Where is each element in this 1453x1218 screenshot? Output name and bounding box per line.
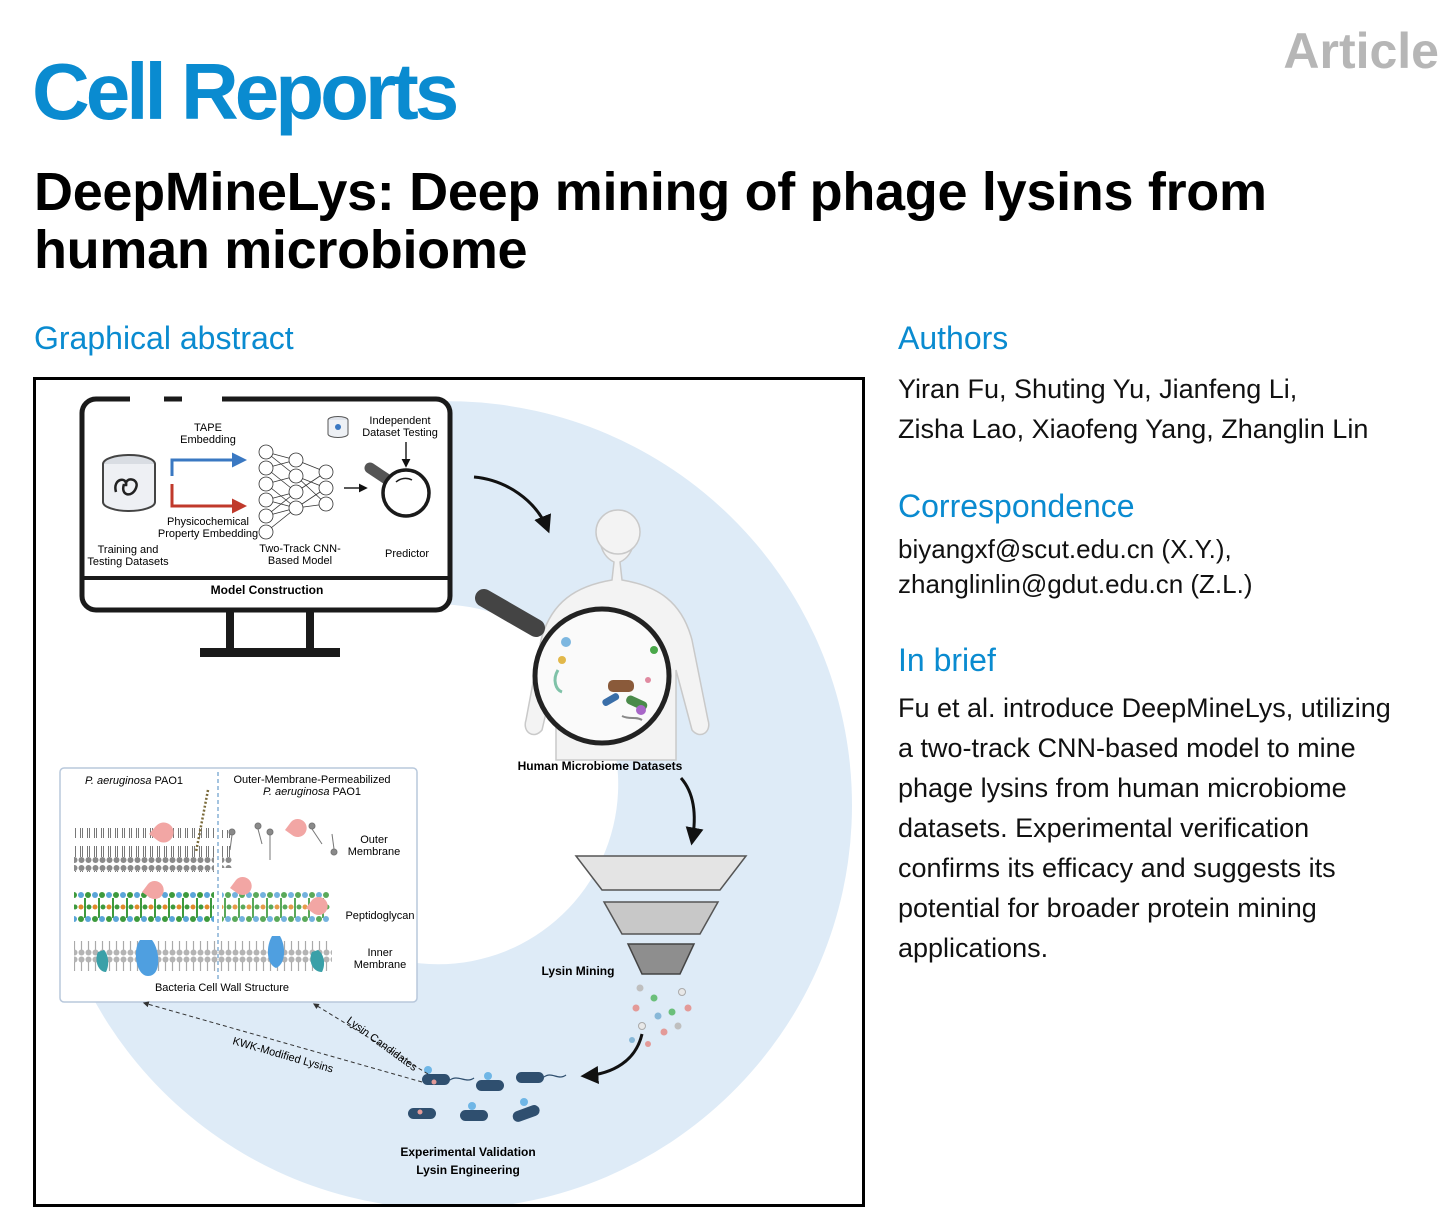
graphical-abstract-heading: Graphical abstract	[34, 320, 294, 356]
database-icon	[102, 454, 156, 512]
correspondence-email-2[interactable]: zhanglinlin@gdut.edu.cn (Z.L.)	[898, 569, 1253, 599]
lysin-candidates-dots	[629, 984, 692, 1047]
in-brief-line: applications.	[898, 933, 1049, 963]
authors-line-2: Zisha Lao, Xiaofeng Yang, Zhanglin Lin	[898, 414, 1369, 444]
predictor-magnifier-icon	[364, 462, 431, 518]
lysin-mining-funnel	[574, 855, 748, 975]
outer-membrane-label-1: Outer	[360, 834, 388, 846]
independent-dataset-icon	[327, 416, 349, 438]
microbiome-magnifier-icon	[475, 589, 672, 746]
graphical-abstract-figure: TAPE Embedding Physicochemical Property …	[33, 377, 865, 1207]
lysin-mining-label: Lysin Mining	[542, 964, 615, 978]
article-title-line-2: human microbiome	[34, 220, 528, 280]
article-type-label: Article	[1283, 23, 1439, 79]
cell-wall-caption: Bacteria Cell Wall Structure	[155, 982, 289, 994]
tape-label-2: Embedding	[180, 434, 236, 446]
authors-list: Yiran Fu, Shuting Yu, Jianfeng Li, Zisha…	[898, 369, 1368, 449]
cnn-label-2: Based Model	[268, 555, 332, 567]
training-label-2: Testing Datasets	[87, 556, 169, 568]
cnn-label-1: Two-Track CNN-	[259, 543, 341, 555]
in-brief-line: phage lysins from human microbiome	[898, 773, 1347, 803]
bacteria-illustration	[408, 1066, 567, 1122]
graphical-abstract-svg: TAPE Embedding Physicochemical Property …	[59, 392, 852, 1204]
model-construction-panel: TAPE Embedding Physicochemical Property …	[79, 392, 453, 657]
independent-label-1: Independent	[369, 415, 430, 427]
independent-label-2: Dataset Testing	[362, 427, 438, 439]
left-species-label: P. aeruginosa PAO1	[85, 775, 183, 787]
in-brief-line: confirms its efficacy and suggests its	[898, 853, 1336, 883]
correspondence-email-1[interactable]: biyangxf@scut.edu.cn (X.Y.),	[898, 534, 1232, 564]
right-title-label: Outer-Membrane-Permeabilized	[233, 774, 390, 786]
outer-membrane-label-2: Membrane	[348, 846, 401, 858]
journal-title: Cell Reports	[32, 47, 459, 136]
tape-label-1: TAPE	[194, 422, 222, 434]
peptidoglycan-label: Peptidoglycan	[345, 910, 414, 922]
cell-wall-panel: P. aeruginosa PAO1 Outer-Membrane-Permea…	[59, 767, 418, 1003]
right-species-label: P. aeruginosa PAO1	[263, 786, 361, 798]
neural-network-icon	[258, 444, 334, 540]
human-microbiome-label: Human Microbiome Datasets	[518, 759, 683, 773]
article-title: DeepMineLys: Deep mining of phage lysins…	[34, 163, 1414, 279]
physchem-label-2: Property Embedding	[158, 528, 258, 540]
inner-membrane-label-2: Membrane	[354, 959, 407, 971]
predictor-label: Predictor	[385, 548, 429, 560]
authors-heading: Authors	[898, 320, 1009, 356]
physchem-label-1: Physicochemical	[167, 516, 249, 528]
validation-label-1: Experimental Validation	[400, 1145, 535, 1159]
inner-membrane-label-1: Inner	[367, 947, 392, 959]
in-brief-heading: In brief	[898, 642, 996, 678]
in-brief-text: Fu et al. introduce DeepMineLys, utilizi…	[898, 688, 1391, 968]
in-brief-line: potential for broader protein mining	[898, 893, 1317, 923]
correspondence-emails: biyangxf@scut.edu.cn (X.Y.), zhanglinlin…	[898, 532, 1252, 602]
model-construction-label: Model Construction	[211, 583, 324, 597]
article-title-line-1: DeepMineLys: Deep mining of phage lysins…	[34, 162, 1267, 222]
correspondence-heading: Correspondence	[898, 488, 1135, 524]
validation-label-2: Lysin Engineering	[416, 1163, 520, 1177]
training-label-1: Training and	[98, 544, 159, 556]
in-brief-line: a two-track CNN-based model to mine	[898, 733, 1356, 763]
in-brief-line: Fu et al. introduce DeepMineLys, utilizi…	[898, 693, 1391, 723]
authors-line-1: Yiran Fu, Shuting Yu, Jianfeng Li,	[898, 374, 1298, 404]
in-brief-line: datasets. Experimental verification	[898, 813, 1310, 843]
